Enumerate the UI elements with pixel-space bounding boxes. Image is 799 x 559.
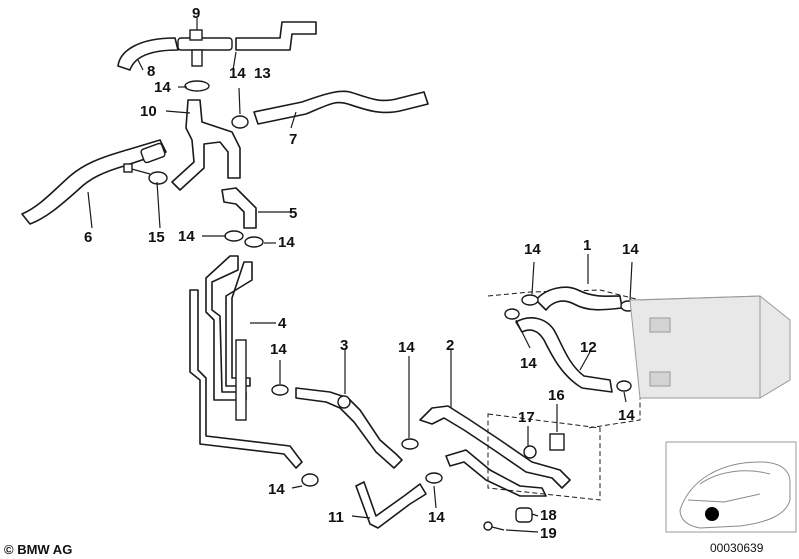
label-15: 15 <box>148 229 165 246</box>
pipe-2-lower[interactable] <box>445 449 547 497</box>
hose-clamp-14-g[interactable] <box>271 384 289 396</box>
t-connector-9[interactable] <box>177 18 233 67</box>
pipe-2[interactable] <box>419 405 571 489</box>
hose-clamp-14-c[interactable] <box>231 115 249 129</box>
label-14: 14 <box>154 79 171 96</box>
hose-11[interactable] <box>355 481 427 529</box>
label-14: 14 <box>278 234 295 251</box>
label-14: 14 <box>270 341 287 358</box>
hose-5[interactable] <box>221 187 257 229</box>
part-18-grommet[interactable] <box>515 507 533 523</box>
screw-19[interactable] <box>483 521 505 531</box>
label-4: 4 <box>278 315 287 332</box>
screw-15[interactable] <box>123 163 151 175</box>
hose-clamp-14-b[interactable] <box>148 171 168 185</box>
diagram-number: 00030639 <box>710 541 764 555</box>
label-5: 5 <box>289 205 297 222</box>
label-14: 14 <box>229 65 246 82</box>
vehicle-location-thumbnail <box>665 441 797 533</box>
label-11: 11 <box>328 509 344 526</box>
label-3: 3 <box>340 337 348 354</box>
label-14: 14 <box>524 241 541 258</box>
hose-13[interactable] <box>235 21 317 51</box>
location-marker <box>705 507 719 521</box>
hose-clamp-14-f[interactable] <box>301 473 319 487</box>
pipe-4-bracket <box>235 339 247 421</box>
label-7: 7 <box>289 131 297 148</box>
hose-clamp-14-e[interactable] <box>244 236 264 248</box>
part-16-bracket[interactable] <box>549 433 565 451</box>
pipe-4[interactable] <box>205 255 247 401</box>
hose-clamp-14-j[interactable] <box>521 294 539 306</box>
part-17-plug[interactable] <box>523 445 537 459</box>
heater-core-box <box>629 295 791 399</box>
label-14: 14 <box>520 355 537 372</box>
hose-clamp-14-l[interactable] <box>504 308 520 320</box>
hose-clamp-14-m[interactable] <box>616 380 632 392</box>
label-14: 14 <box>398 339 415 356</box>
label-6: 6 <box>84 229 92 246</box>
label-12: 12 <box>580 339 597 356</box>
hose-6-connector[interactable] <box>140 142 166 164</box>
label-2: 2 <box>446 337 454 354</box>
label-1: 1 <box>583 237 591 254</box>
label-14: 14 <box>178 228 195 245</box>
label-17: 17 <box>518 409 535 426</box>
hose-clamp-14-a[interactable] <box>184 80 210 92</box>
copyright-text: © BMW AG <box>4 542 72 557</box>
hose-12[interactable] <box>515 317 613 393</box>
part-labels: 9 8 14 13 14 10 7 6 15 5 14 14 4 14 3 14… <box>84 5 639 542</box>
y-pipe-10[interactable] <box>171 99 241 191</box>
label-16: 16 <box>548 387 565 404</box>
hose-clamp-14-i[interactable] <box>425 472 443 484</box>
label-13: 13 <box>254 65 271 82</box>
hose-8[interactable] <box>117 37 179 71</box>
hose-clamp-14-d[interactable] <box>224 230 244 242</box>
hose-1[interactable] <box>535 286 623 311</box>
leader-lines <box>87 51 633 533</box>
label-19: 19 <box>540 525 557 542</box>
hose-3-valve[interactable] <box>337 395 351 409</box>
hose-6[interactable] <box>21 139 167 225</box>
label-14: 14 <box>622 241 639 258</box>
label-10: 10 <box>140 103 157 120</box>
dashed-frame-17 <box>487 413 601 501</box>
hose-7[interactable] <box>253 90 429 125</box>
label-14: 14 <box>428 509 445 526</box>
pipe-4-lower[interactable] <box>189 289 303 469</box>
label-8: 8 <box>147 63 155 80</box>
label-9: 9 <box>192 5 200 22</box>
dashed-frame-12 <box>487 289 641 429</box>
hose-clamp-14-h[interactable] <box>401 438 419 450</box>
label-14: 14 <box>618 407 635 424</box>
label-18: 18 <box>540 507 557 524</box>
label-14: 14 <box>268 481 285 498</box>
